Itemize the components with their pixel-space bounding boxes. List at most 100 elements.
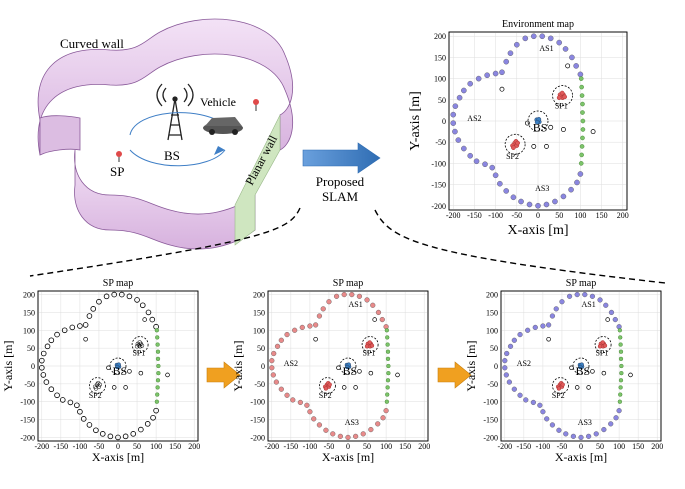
label-as2: AS2 xyxy=(467,114,481,123)
label-sp1: SP1 xyxy=(132,348,145,357)
curved-wall-point xyxy=(307,409,313,415)
curved-wall-label: Curved wall xyxy=(60,36,124,51)
planar-wall-point xyxy=(156,363,161,369)
curved-wall-point xyxy=(467,80,473,87)
curved-wall-point xyxy=(507,50,514,56)
sp-pin-icon xyxy=(116,151,122,162)
outlier-point xyxy=(123,385,128,390)
curved-wall-point xyxy=(530,399,536,406)
outlier-point xyxy=(372,317,377,322)
planar-wall-point xyxy=(618,335,623,340)
planar-wall-point xyxy=(580,118,586,124)
planar-wall-point xyxy=(579,152,584,158)
curved-wall-point xyxy=(489,164,496,171)
x-tick-label: -200 xyxy=(34,442,49,451)
curved-wall-point xyxy=(517,331,523,338)
x-tick-label: 150 xyxy=(596,211,608,220)
curved-wall-point xyxy=(67,399,74,406)
curved-wall-point xyxy=(504,350,510,357)
x-tick-label: -200 xyxy=(264,442,279,451)
x-tick-label: 0 xyxy=(346,442,350,451)
sp2-point xyxy=(93,386,99,391)
curved-wall-point xyxy=(134,297,140,303)
outlier-point xyxy=(628,372,633,378)
curved-wall-point xyxy=(345,434,351,441)
y-tick-label: 150 xyxy=(253,308,265,317)
x-tick-label: 100 xyxy=(380,442,392,451)
x-tick-label: 50 xyxy=(596,442,604,451)
curved-wall-point xyxy=(307,323,313,329)
planar-wall-point xyxy=(618,392,623,397)
planar-wall-point xyxy=(618,385,623,390)
planar-wall-point xyxy=(155,392,160,397)
y-tick-label: 50 xyxy=(438,96,446,105)
outlier-point xyxy=(590,129,596,135)
curved-wall-point xyxy=(326,299,332,305)
y-tick-label: 50 xyxy=(27,344,35,353)
cluster-highlight-circle xyxy=(319,377,336,395)
slam-arrow xyxy=(302,142,381,174)
curved-wall-point xyxy=(323,427,329,433)
outlier-point xyxy=(574,385,580,390)
curved-wall-point xyxy=(145,309,152,316)
label-sp2: SP2 xyxy=(89,391,102,400)
planar-wall-point xyxy=(578,161,584,166)
planar-wall-point xyxy=(155,335,160,340)
y-tick-label: -150 xyxy=(250,416,265,425)
curved-wall-point xyxy=(44,343,51,350)
y-tick-label: -200 xyxy=(483,433,498,442)
curved-wall-point xyxy=(122,433,129,440)
curved-wall-point xyxy=(48,337,55,344)
outlier-point xyxy=(111,385,117,390)
orbit-arrowhead xyxy=(214,146,225,155)
y-tick-label: 150 xyxy=(434,53,446,62)
sp2-point xyxy=(515,140,520,146)
x-tick-label: 100 xyxy=(574,211,586,220)
curved-wall-point xyxy=(473,158,480,165)
curved-wall-point xyxy=(452,128,458,135)
y-tick-label: -100 xyxy=(483,398,498,407)
curved-wall-point xyxy=(523,397,529,403)
cluster-highlight-circle xyxy=(131,336,149,353)
curved-wall-point xyxy=(284,392,290,398)
plot-title: SP map xyxy=(566,278,596,289)
curved-wall-point xyxy=(535,202,541,209)
x-axis-label: X-axis [m] xyxy=(555,450,607,464)
curved-wall-point xyxy=(544,416,550,422)
outlier-point xyxy=(353,385,358,390)
x-tick-label: -100 xyxy=(303,442,318,451)
curved-wall-point xyxy=(539,33,546,40)
curved-wall-point xyxy=(503,188,510,194)
outlier-point xyxy=(357,369,362,374)
sp-label: SP xyxy=(110,164,124,179)
outlier-point xyxy=(368,370,374,376)
curved-wall-point xyxy=(96,298,102,305)
sp1-point xyxy=(602,343,608,348)
curved-wall-point xyxy=(311,416,317,422)
curved-wall-point xyxy=(522,35,529,42)
outlier-point xyxy=(336,365,341,371)
curved-wall-point xyxy=(530,33,537,40)
curved-wall-point xyxy=(39,364,45,371)
outlier-point xyxy=(395,372,400,378)
curved-wall-point xyxy=(337,433,343,439)
curved-wall-point xyxy=(86,422,93,428)
plot-title: SP map xyxy=(333,278,363,289)
vehicle-icon xyxy=(203,117,243,135)
curved-wall-point xyxy=(568,186,574,193)
curved-wall-point xyxy=(149,316,156,323)
planar-wall-point xyxy=(579,84,584,90)
curved-wall-point xyxy=(502,358,508,364)
curved-wall-point xyxy=(589,293,596,299)
curved-wall-point xyxy=(43,379,50,385)
sp1-point xyxy=(134,344,140,349)
planar-wall-point xyxy=(156,371,161,376)
label-bs: BS xyxy=(533,121,548,135)
curved-wall-point xyxy=(526,201,533,208)
y-tick-label: 200 xyxy=(253,291,265,300)
curved-wall-point xyxy=(356,293,363,299)
curved-wall-point xyxy=(503,372,509,378)
